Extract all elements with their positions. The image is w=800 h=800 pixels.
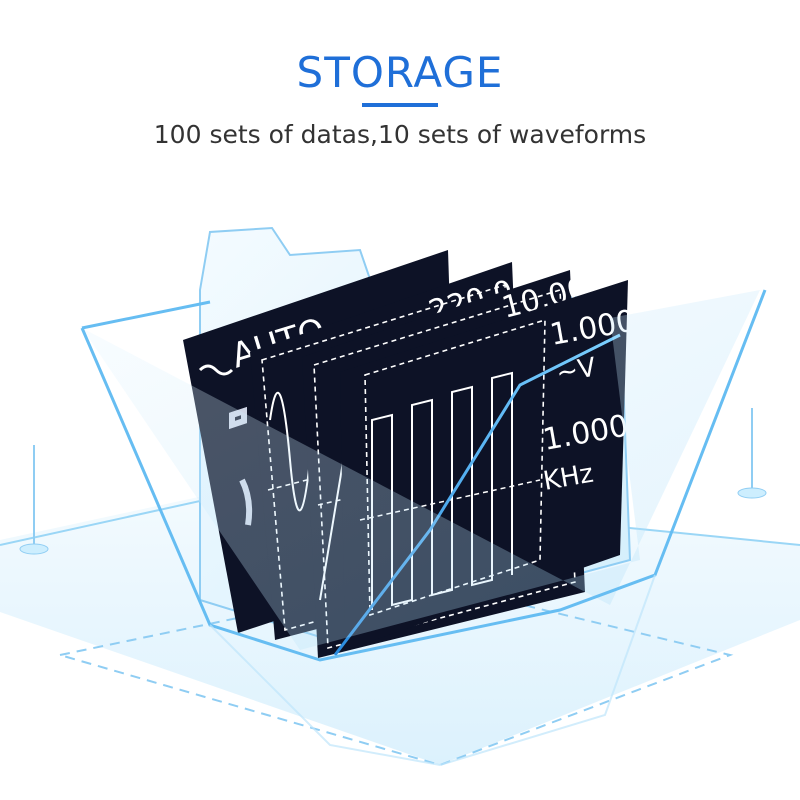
title-underline xyxy=(362,103,438,107)
pillar-right xyxy=(737,408,767,499)
page-subtitle: 100 sets of datas,10 sets of waveforms xyxy=(153,120,647,149)
folder-front xyxy=(80,289,767,767)
pillar-left xyxy=(19,445,49,555)
page-title: STORAGE xyxy=(296,48,504,97)
